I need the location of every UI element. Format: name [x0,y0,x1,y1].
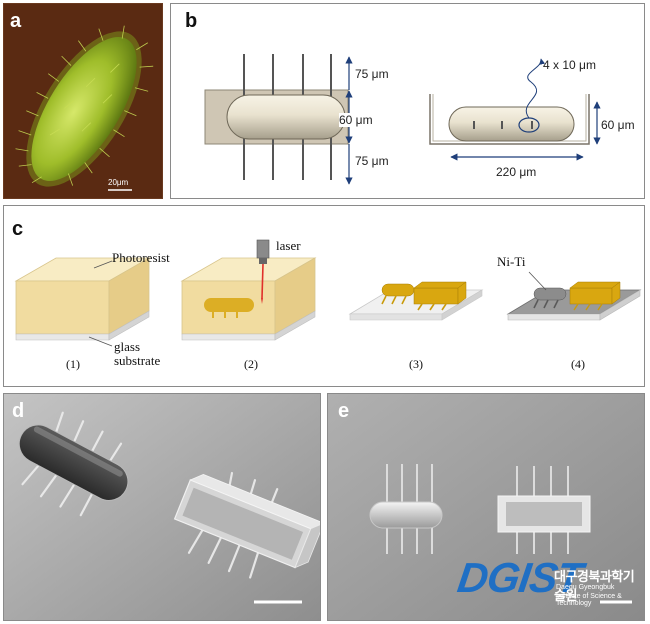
capsule-body [226,94,346,140]
panel-e: e DGIST 대구경북과학기술원 Daegu Gyeongbuk Instit… [327,393,645,621]
substrate-label: substrate [114,353,161,368]
panel-d: d [3,393,321,621]
hole [473,121,475,129]
step-4-niti-coated [506,271,642,321]
frame-robot [173,471,320,579]
panel-b: b [170,3,645,199]
logo-sub-1: Daegu Gyeongbuk [556,584,615,591]
panel-d-sem-image [4,394,320,620]
panel-a: a 20μm [3,3,163,199]
panel-e-sem-image [328,394,644,620]
dim-label-top: 75 μm [355,67,389,81]
length-label: 220 μm [496,165,537,179]
step-1-resist-block [14,257,151,347]
capsule-side [448,106,575,142]
step-2-laser-writing [180,239,317,341]
panel-c-process-diagram [14,239,642,347]
panel-c: c [3,205,645,387]
dim-label-bottom: 75 μm [355,154,389,168]
hole-size-label: 4 x 10 μm [543,58,596,72]
laser-head [256,239,270,259]
dim-label-middle: 60 μm [339,113,373,127]
logo-korean: 대구경북과학기술원 [554,569,635,603]
step-label-2: (2) [244,357,258,371]
hole [501,121,503,129]
step-label-1: (1) [66,357,80,371]
capsule-robot [18,411,129,517]
panel-label: e [338,400,350,422]
laser-label: laser [276,238,301,253]
panel-label: a [10,10,22,32]
step-3-developed-structure [348,281,484,321]
u-frame [429,94,590,145]
step-label-4: (4) [571,357,585,371]
hole [531,121,533,129]
panel-label: d [12,400,25,422]
niti-label: Ni-Ti [497,254,526,269]
photoresist-label: Photoresist [112,250,170,265]
step-label-3: (3) [409,357,423,371]
hole-pointer [525,58,546,119]
logo-sub-2: Institute of Science & Technology [556,593,622,607]
panel-label: b [185,10,198,32]
height-label: 60 μm [601,118,635,132]
scale-bar-label: 20μm [108,178,129,187]
capsule-robot [369,464,443,554]
frame-robot [497,466,591,554]
panel-b-diagram [204,54,601,185]
laser-beam [261,263,264,299]
panel-label: c [12,218,24,240]
panel-a-sem-image [15,25,154,191]
glass-label: glass [114,339,140,354]
